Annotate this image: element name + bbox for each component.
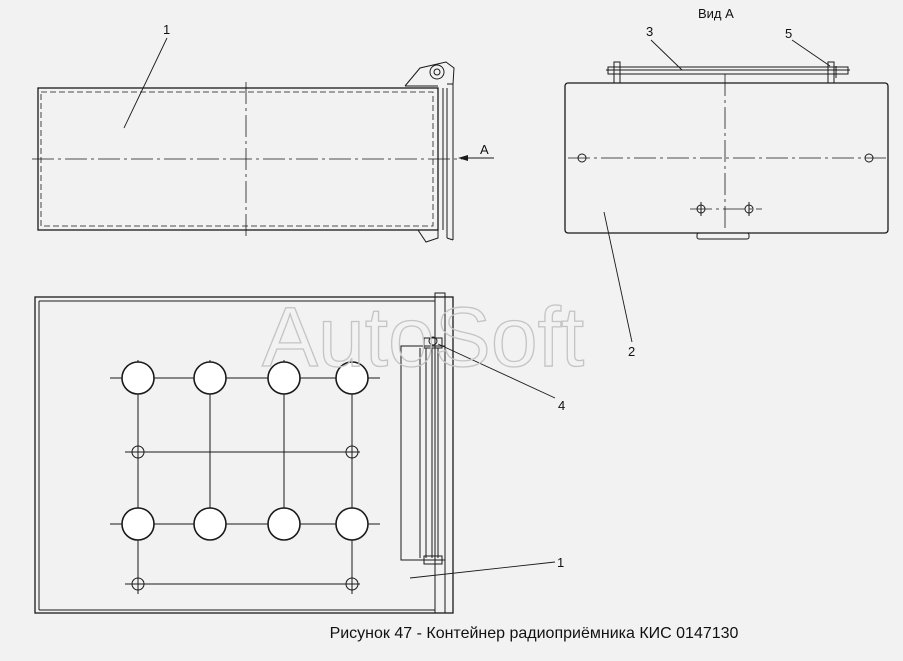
- hinge-pin: [429, 64, 445, 80]
- callout-1-bottom: 1: [557, 555, 564, 570]
- small-hole: [345, 445, 359, 459]
- callout-1-top: 1: [163, 22, 170, 37]
- hinge-bracket: [404, 61, 455, 87]
- watermark: AutoSoft: [262, 290, 584, 384]
- mounting-hole: [193, 507, 227, 541]
- mounting-hole: [335, 361, 369, 395]
- small-hole: [345, 577, 359, 591]
- callout-4: 4: [558, 398, 565, 413]
- small-hole: [131, 445, 145, 459]
- view-a-nut: [827, 61, 835, 84]
- mounting-hole: [193, 361, 227, 395]
- side-view: А 1: [32, 22, 494, 243]
- callout-2: 2: [628, 344, 635, 359]
- figure-caption: Рисунок 47 - Контейнер радиоприёмника КИ…: [0, 625, 903, 643]
- mounting-hole: [121, 507, 155, 541]
- small-hole: [131, 577, 145, 591]
- mounting-hole: [267, 361, 301, 395]
- callout-3: 3: [646, 24, 653, 39]
- mounting-hole: [121, 361, 155, 395]
- view-a-title: Вид А: [698, 6, 734, 21]
- figure-caption-text: Рисунок 47 - Контейнер радиоприёмника КИ…: [329, 625, 739, 642]
- view-a-arrow-label: А: [480, 142, 489, 157]
- view-a: Вид А 3 5 2: [564, 6, 889, 359]
- bottom-view-body: [34, 296, 454, 614]
- view-a-latch: [696, 232, 750, 240]
- callout-5: 5: [785, 26, 792, 41]
- mounting-hole: [267, 507, 301, 541]
- bottom-view-hinge: [400, 345, 446, 561]
- mounting-hole: [335, 507, 369, 541]
- bottom-view: 4 1: [34, 292, 565, 614]
